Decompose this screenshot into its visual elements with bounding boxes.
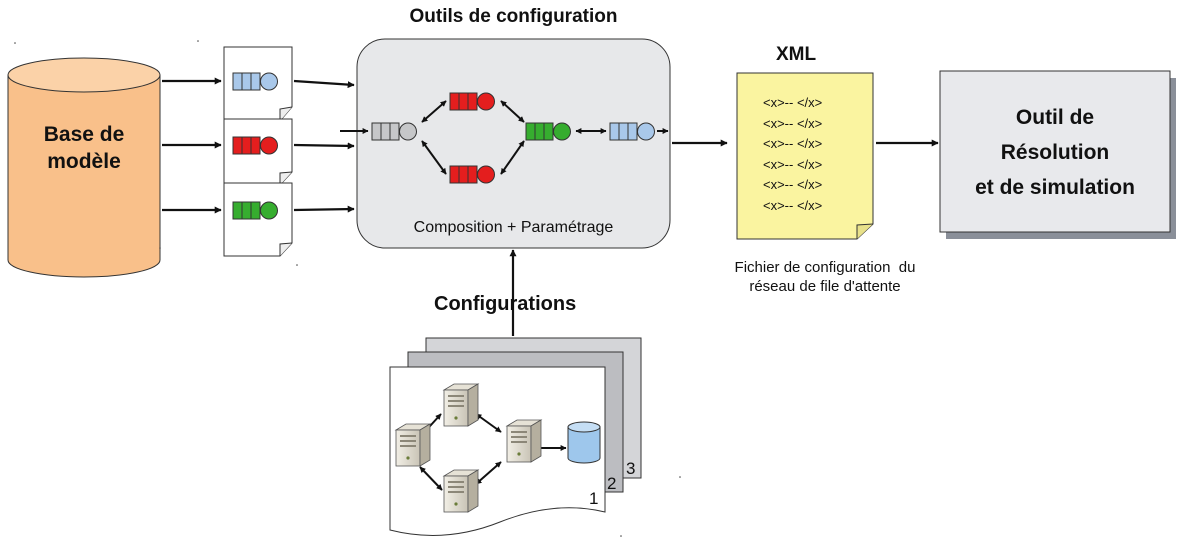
configurations-title: Configurations xyxy=(434,293,577,315)
server-icons xyxy=(394,383,543,513)
xml-lines: <x>-- </x> <x>-- </x> <x>-- </x> <x>-- <… xyxy=(763,93,822,217)
config-tools-caption: Composition + Paramétrage xyxy=(413,219,614,236)
queue-to-tools-arrows xyxy=(293,79,355,213)
xml-line: <x>-- </x> xyxy=(763,177,823,193)
server-bottom-icon xyxy=(442,469,480,513)
db-to-queue-arrows xyxy=(162,77,222,214)
specks xyxy=(14,40,681,537)
xml-line: <x>-- </x> xyxy=(763,95,823,110)
xml-caption-line2: réseau de file d'attente xyxy=(749,278,901,295)
server-right-icon xyxy=(505,419,543,463)
xml-line: <x>-- </x> xyxy=(763,156,823,172)
database-label: Base de modèle xyxy=(10,121,158,175)
xml-line: <x>-- </x> xyxy=(763,197,823,213)
queue-icons xyxy=(232,72,655,220)
xml-document xyxy=(736,72,874,240)
queue-doc-blue-icon xyxy=(232,72,278,91)
xml-line: <x>-- </x> xyxy=(763,136,823,152)
config-tools-title: Outils de configuration xyxy=(409,6,618,27)
server-top-icon xyxy=(442,383,480,427)
xml-caption-line1: Fichier de configuration du xyxy=(734,259,916,276)
solver-label-line1: Outil de xyxy=(1015,106,1095,129)
queue-entry-gray-icon xyxy=(371,122,417,141)
page-number-1: 1 xyxy=(589,489,599,508)
xml-line: <x>-- </x> xyxy=(763,115,823,131)
queue-bottom-red-icon xyxy=(449,165,495,184)
queue-doc-red-icon xyxy=(232,136,278,155)
queue-blue-icon xyxy=(609,122,655,141)
queue-top-red-icon xyxy=(449,92,495,111)
queue-doc-green-icon xyxy=(232,201,278,220)
page-number-3: 3 xyxy=(626,459,636,478)
solver-label-line2: Résolution xyxy=(1000,141,1110,164)
xml-caption: Fichier de configuration du réseau de fi… xyxy=(690,258,960,296)
database-label-line2: modèle xyxy=(47,150,121,173)
server-left-icon xyxy=(394,423,432,467)
xml-title: XML xyxy=(776,44,817,65)
solver-label: Outil de Résolution et de simulation xyxy=(940,100,1170,205)
queue-green-icon xyxy=(525,122,571,141)
database-label-line1: Base de xyxy=(43,123,125,146)
solver-box xyxy=(939,70,1176,239)
database-icon xyxy=(567,421,601,464)
network-arrows xyxy=(340,100,669,175)
solver-label-line3: et de simulation xyxy=(975,176,1135,199)
config-tools-panel xyxy=(356,38,671,249)
model-database xyxy=(7,57,161,278)
page-number-2: 2 xyxy=(607,474,617,493)
